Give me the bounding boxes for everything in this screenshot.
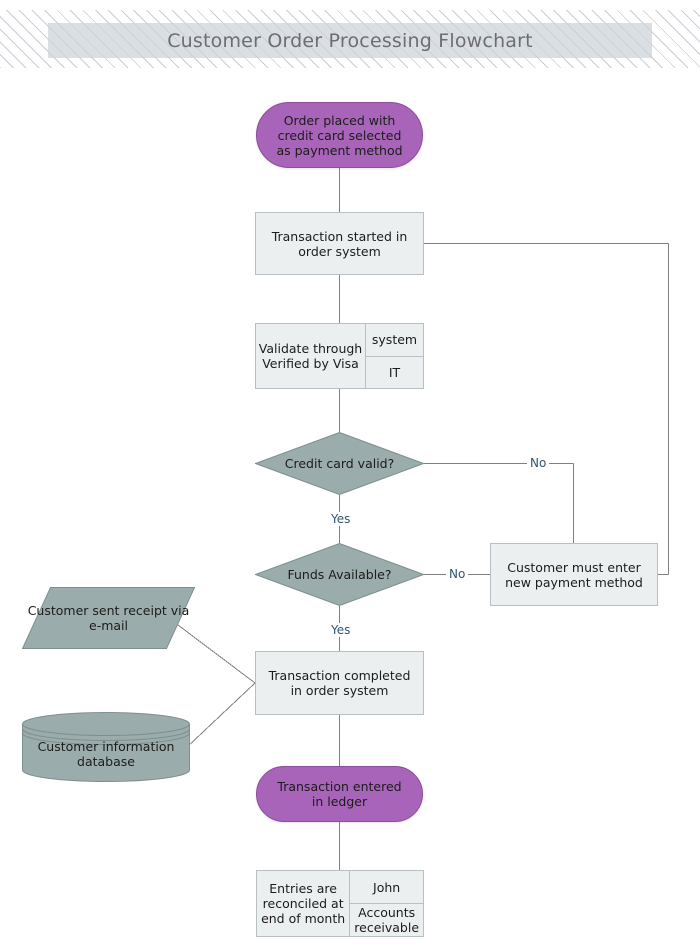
node-entries-reconciled-dept: Accounts receivable (354, 905, 420, 935)
node-transaction-started[interactable]: Transaction started in order system (255, 212, 424, 275)
diamond-shape-funds-available (255, 543, 424, 606)
node-funds-available-label: Funds Available? (287, 567, 392, 582)
node-transaction-ledger[interactable]: Transaction entered in ledger (256, 766, 423, 822)
connector-database-to-completed (185, 682, 256, 749)
node-credit-card-valid-label: Credit card valid? (284, 456, 395, 471)
node-customer-database[interactable]: Customer information database (22, 712, 190, 782)
edge-label-credit-card-yes: Yes (328, 512, 354, 526)
title-bar: Customer Order Processing Flowchart (48, 23, 652, 58)
node-transaction-ledger-label: Transaction entered in ledger (277, 779, 402, 809)
node-validate-visa[interactable]: Validate through Verified by Visa system… (255, 323, 424, 389)
node-validate-visa-dept: IT (388, 364, 401, 380)
node-transaction-completed[interactable]: Transaction completed in order system (255, 651, 424, 715)
cylinder-shape-customer-database (22, 712, 190, 782)
node-validate-visa-owner-cell[interactable]: system (366, 324, 423, 356)
edge-label-funds-no: No (446, 567, 469, 581)
node-entries-reconciled-dept-cell[interactable]: Accounts receivable (350, 903, 423, 936)
node-customer-receipt[interactable]: Customer sent receipt via e-mail (22, 587, 195, 649)
node-new-payment-method-label: Customer must enter new payment method (505, 559, 643, 590)
node-credit-card-valid[interactable]: Credit card valid? (255, 432, 424, 495)
node-new-payment-method[interactable]: Customer must enter new payment method (490, 543, 658, 606)
node-transaction-completed-label: Transaction completed in order system (268, 668, 411, 698)
node-entries-reconciled-owner-cell[interactable]: John (350, 871, 423, 903)
page-title: Customer Order Processing Flowchart (167, 29, 533, 52)
node-order-placed[interactable]: Order placed with credit card selected a… (256, 102, 423, 168)
node-order-placed-label: Order placed with credit card selected a… (276, 112, 403, 158)
node-validate-visa-dept-cell[interactable]: IT (366, 355, 423, 389)
node-validate-visa-main: Validate through Verified by Visa (256, 324, 365, 388)
edge-label-funds-yes: Yes (328, 623, 354, 637)
parallelogram-shape-customer-receipt (22, 587, 195, 649)
node-entries-reconciled[interactable]: Entries are reconciled at end of month J… (256, 870, 424, 937)
node-entries-reconciled-side: John Accounts receivable (349, 871, 423, 936)
diamond-shape-credit-card-valid (255, 432, 424, 495)
node-transaction-started-label: Transaction started in order system (271, 228, 408, 259)
node-entries-reconciled-main: Entries are reconciled at end of month (257, 871, 349, 936)
node-entries-reconciled-label: Entries are reconciled at end of month (261, 881, 346, 926)
node-validate-visa-side: system IT (365, 324, 423, 388)
node-entries-reconciled-owner: John (373, 879, 401, 895)
node-customer-receipt-label: Customer sent receipt via e-mail (27, 603, 190, 633)
node-validate-visa-owner: system (371, 332, 418, 348)
node-customer-database-label: Customer information database (37, 739, 175, 769)
node-validate-visa-label: Validate through Verified by Visa (258, 341, 363, 371)
node-funds-available[interactable]: Funds Available? (255, 543, 424, 606)
edge-label-credit-card-no: No (527, 456, 550, 470)
